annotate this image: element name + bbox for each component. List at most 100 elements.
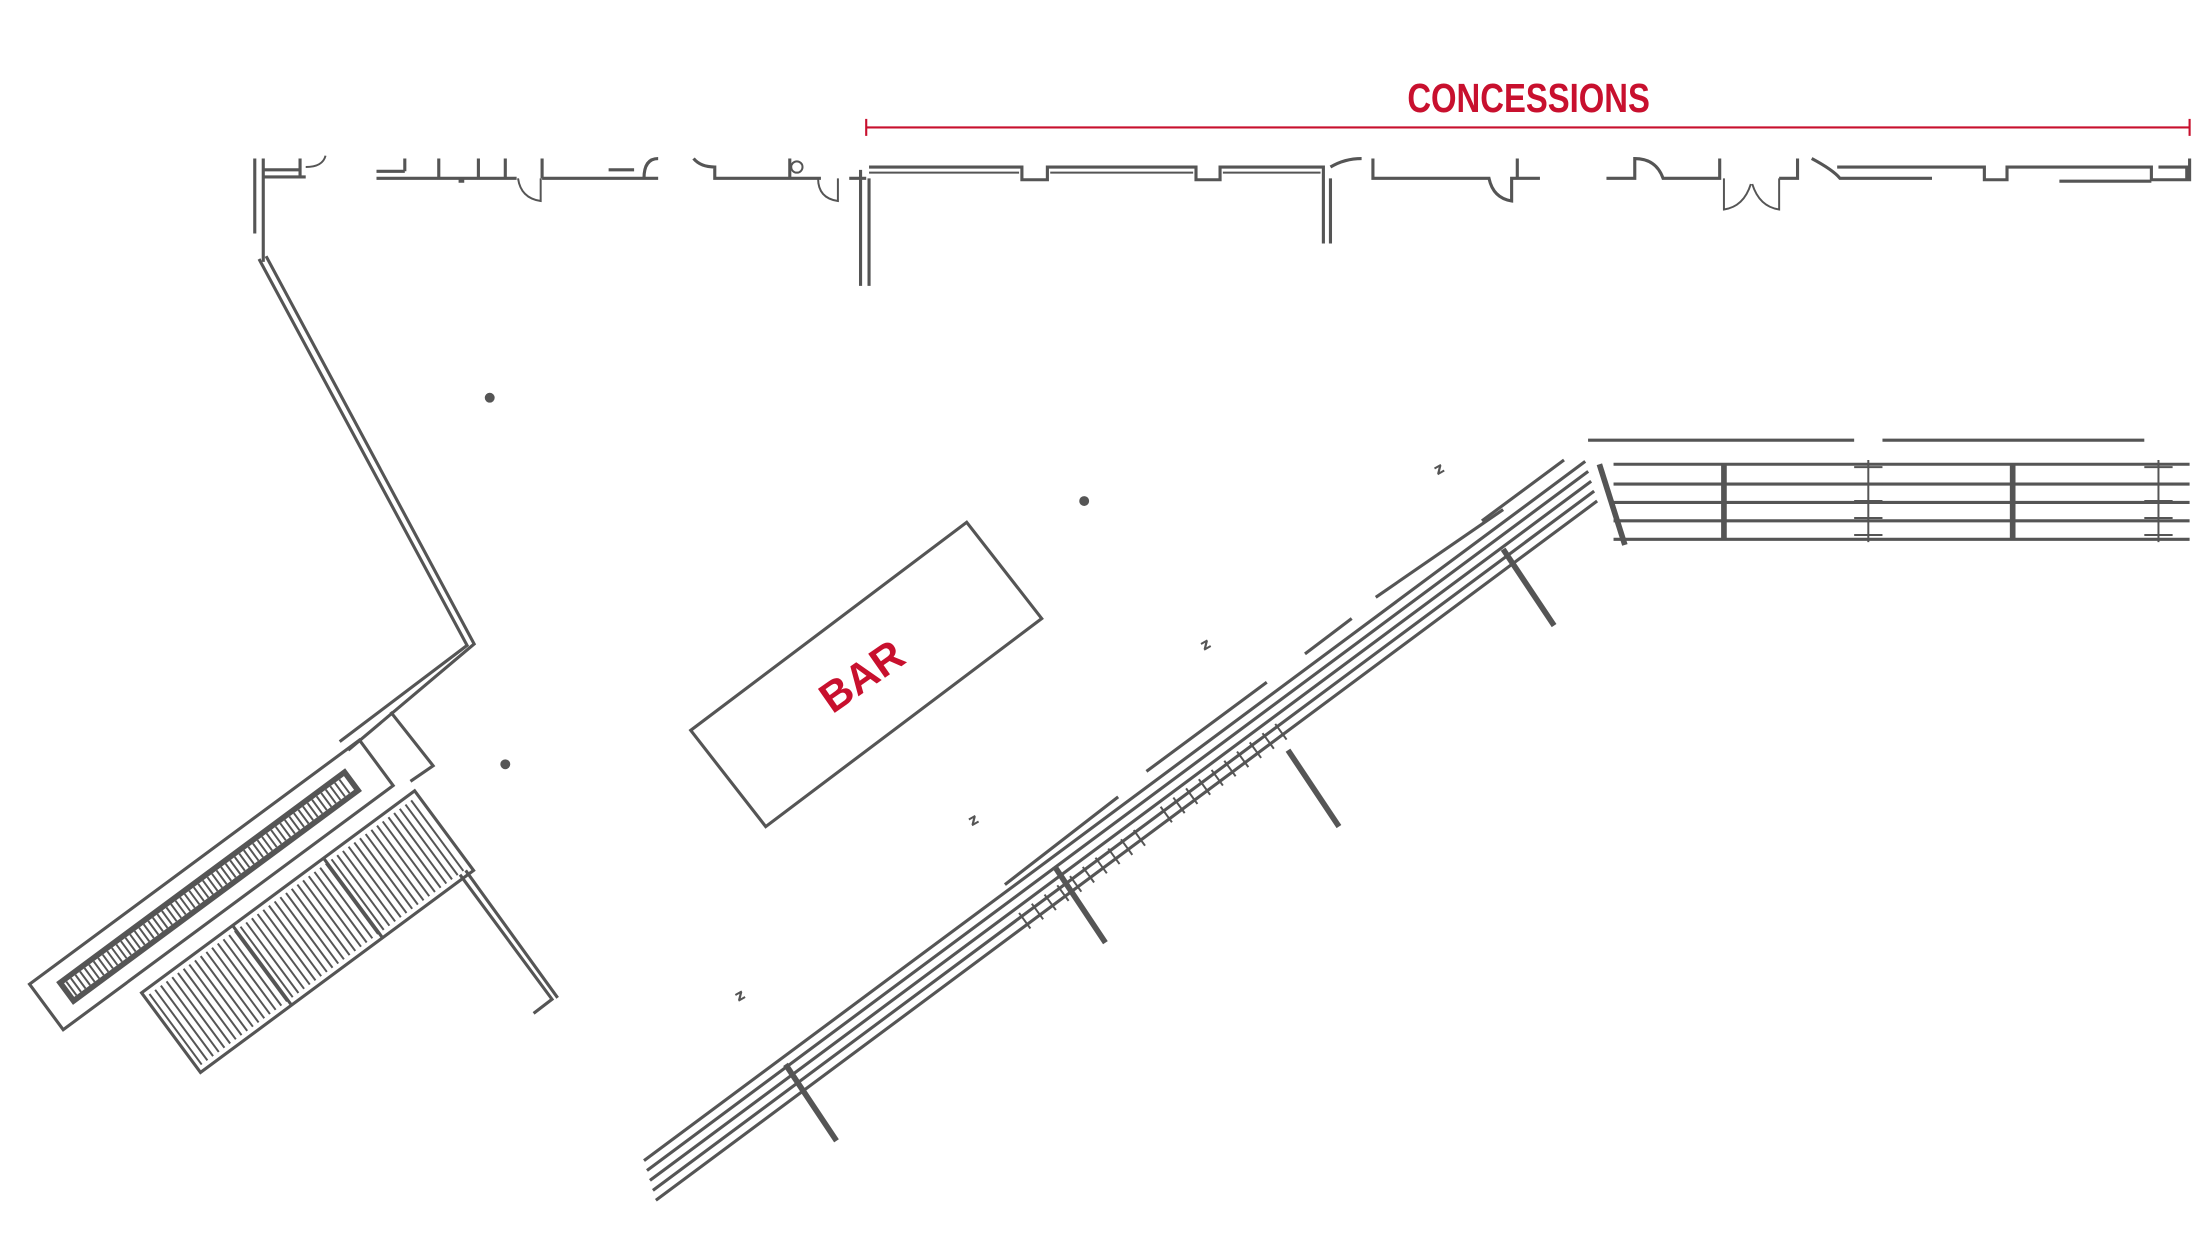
escalator-step [256, 839, 269, 855]
svg-text:z: z [965, 810, 982, 830]
escalator-step [211, 873, 223, 889]
stair-step [182, 968, 237, 1040]
seat-row [1274, 723, 1288, 741]
seat-row [1159, 806, 1173, 823]
escalator-step [274, 826, 287, 841]
stair-step [364, 833, 419, 906]
columns [484, 392, 1090, 770]
rail-post [1500, 547, 1557, 628]
stair-step [273, 900, 328, 973]
seat-row [1223, 760, 1237, 777]
escalator-step [183, 893, 196, 909]
stair-step [199, 955, 254, 1028]
stair-step [251, 917, 305, 990]
escalator-step [202, 879, 214, 895]
escalator-step [147, 920, 160, 936]
seating-rails [643, 438, 2190, 1202]
stair-step [222, 938, 277, 1011]
stair-step [296, 883, 351, 956]
stair-step [216, 942, 271, 1015]
seat-row [1018, 912, 1032, 930]
escalator-step [220, 866, 232, 882]
escalator-step [161, 910, 173, 926]
stair-step [268, 905, 322, 977]
escalator-step [88, 964, 101, 980]
seat-row [1056, 884, 1070, 902]
seat-row [1236, 750, 1250, 768]
stair-step [353, 841, 408, 914]
rail-end [1596, 463, 1628, 546]
seat-row [1107, 847, 1121, 865]
escalator-step [243, 849, 255, 865]
stair-step [381, 820, 436, 893]
escalator-step [165, 906, 178, 922]
escalator-step [270, 829, 283, 845]
escalator-step [115, 943, 128, 959]
escalator-step [174, 900, 187, 916]
escalator-step [229, 859, 242, 875]
stair-step [342, 850, 396, 923]
left-wall [257, 255, 559, 1015]
seat-row [1031, 903, 1044, 920]
stair-step [404, 804, 459, 876]
stair-step [205, 951, 260, 1024]
escalator-step [288, 815, 301, 831]
escalator-step [179, 896, 192, 912]
stair-step [393, 812, 448, 885]
seat-row [1132, 829, 1146, 847]
wall-segment [1374, 508, 1505, 599]
escalator-step [74, 974, 87, 990]
rail-line [643, 460, 1587, 1162]
rail-line [654, 499, 1599, 1202]
escalator-step [142, 923, 155, 939]
stair-step [370, 829, 425, 901]
escalator-step [70, 977, 82, 993]
escalator-step [306, 802, 319, 818]
escalator-step [156, 913, 169, 929]
stair-step [410, 799, 465, 872]
stair-step [319, 867, 374, 939]
seat-row [1043, 893, 1057, 911]
wall-segment [1480, 458, 1565, 523]
stair-step [154, 989, 209, 1061]
stair-step [285, 892, 340, 965]
escalator-step [261, 836, 273, 852]
stair-step [239, 926, 294, 998]
stair-step [245, 921, 300, 994]
escalator-step [92, 960, 105, 976]
rail-line [651, 489, 1596, 1192]
escalator-step [284, 819, 296, 835]
rail-post [1285, 748, 1342, 829]
escalator-step [338, 778, 351, 794]
stair-divider [231, 924, 293, 1007]
seat-row [1120, 838, 1134, 856]
rail-line [649, 479, 1593, 1182]
escalator-step [83, 967, 96, 983]
escalator-step [138, 927, 151, 942]
stair-step [347, 846, 402, 918]
escalator-step [170, 903, 182, 919]
escalator-step [293, 812, 305, 828]
escalator-step [101, 954, 114, 969]
stair-step [160, 985, 214, 1057]
svg-text:z: z [1197, 634, 1214, 654]
stair-step [359, 837, 413, 910]
stair-step [211, 947, 266, 1019]
escalator-step [65, 981, 78, 996]
wall-segment [1145, 680, 1268, 773]
escalator-step [197, 883, 210, 899]
escalator-step [279, 822, 292, 838]
escalator-step [79, 970, 91, 986]
escalator-step [297, 809, 310, 825]
stair-step [336, 854, 391, 927]
escalator-step [215, 869, 228, 885]
concessions-zone-marker: CONCESSIONS [865, 74, 2191, 136]
stair-step [313, 871, 368, 944]
seat-row [1069, 875, 1083, 893]
stair-step [307, 875, 362, 948]
stair-divider [322, 857, 384, 939]
seat-row [1210, 769, 1224, 787]
escalator-step [265, 832, 278, 848]
seat-row [1172, 796, 1186, 814]
